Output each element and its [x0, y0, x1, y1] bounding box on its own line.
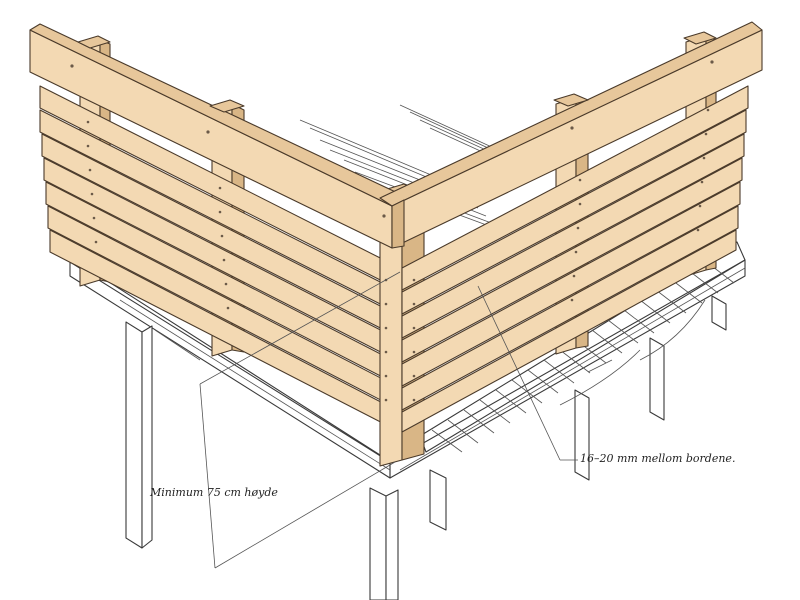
- leader-lines: [199, 271, 578, 569]
- height-annotation: Minimum 75 cm høyde: [150, 486, 278, 499]
- right-rim-beam: [389, 259, 746, 479]
- right-wall-boards: [401, 85, 749, 433]
- gap-annotation: 16–20 mm mellom bordene.: [580, 452, 736, 465]
- top-rail-right: [379, 21, 763, 249]
- railing: [29, 21, 763, 467]
- top-rail-left: [29, 23, 405, 249]
- braces: [559, 299, 706, 406]
- support-posts: [125, 295, 727, 600]
- post-tops: [77, 31, 717, 113]
- deck-boards-front: [431, 259, 735, 453]
- screws: [70, 60, 714, 402]
